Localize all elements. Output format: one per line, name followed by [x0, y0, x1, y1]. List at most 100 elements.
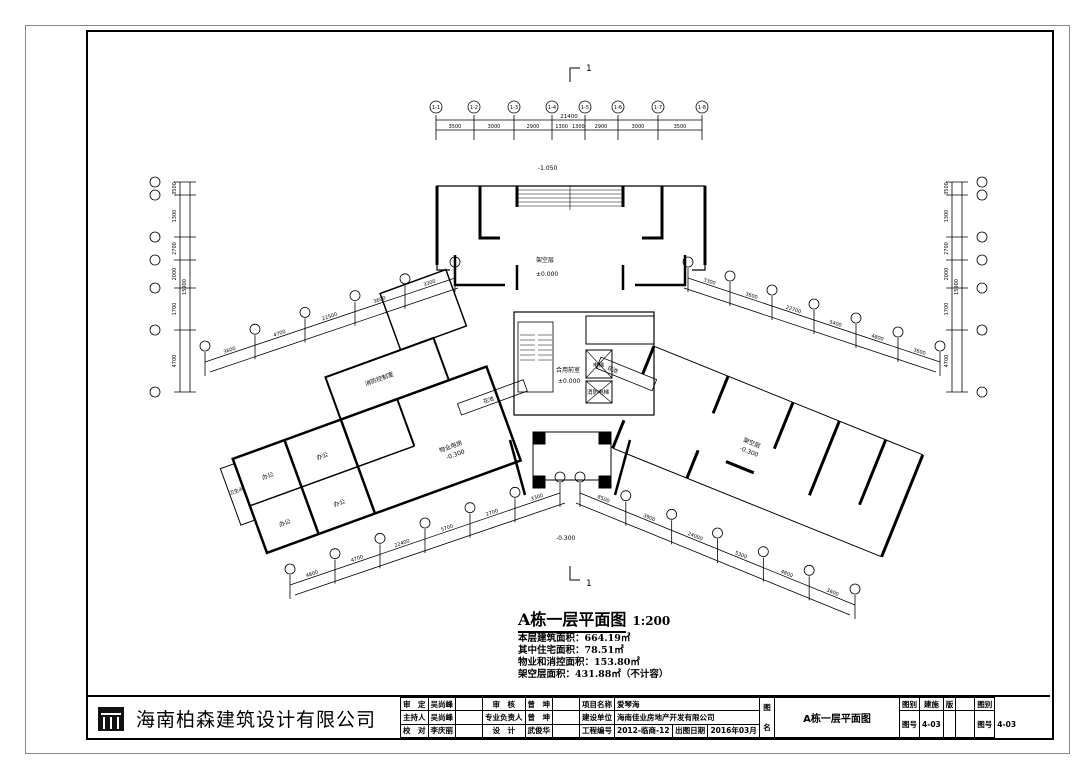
category: 建施 [919, 696, 944, 712]
axis-label: 1-1 [432, 105, 440, 111]
axis-bubble [803, 564, 815, 576]
room-label-office: 办公 [278, 517, 292, 529]
room-label-front-room: 合用前室 [556, 366, 580, 374]
dimension-label: 1300 [555, 124, 568, 130]
area-line: 物业和消控面积：153.80㎡ [518, 657, 640, 668]
axis-bubble [976, 324, 988, 336]
section-mark-label: 1 [586, 579, 592, 589]
area-line: 本层建筑面积：664.19㎡ [518, 633, 631, 644]
dimension-label: 22500 [321, 312, 338, 323]
axis-bubble [149, 231, 161, 243]
name-design: 武俊华 [524, 723, 553, 739]
dimension-label: 4800 [870, 333, 884, 343]
room-label-office: 办公 [315, 450, 329, 462]
sheet-outer-border [25, 25, 1070, 754]
dimension-label: 3500 [944, 182, 950, 195]
number-label-2: 图号 [974, 710, 996, 738]
axis-bubble [808, 298, 820, 310]
section-mark-top: 1 [569, 64, 592, 82]
axis-label: 1-7 [654, 105, 662, 111]
dimension-label: 4700 [273, 329, 287, 339]
dimension-label: 3600 [744, 291, 758, 301]
stair-elevator-core: 合用前室 ±0.000 电梯 消防电梯 [513, 311, 655, 416]
axis-bubble [976, 282, 988, 294]
label-issue-date: 出图日期 [671, 723, 709, 739]
dimension-label: 2700 [172, 242, 178, 255]
label-lead: 主持人 [400, 710, 429, 725]
drawing-name-label-1: 图 [763, 703, 771, 712]
axis-bubble [149, 386, 161, 398]
dimension-label: 3300 [702, 277, 716, 287]
room-label-toilet: 卫生间 [228, 485, 245, 497]
axis-bubble [976, 386, 988, 398]
dimension-label: 1300 [172, 210, 178, 223]
dimension-label: 3300 [423, 279, 437, 289]
dimension-label: 3900 [642, 513, 656, 523]
drawing-number: 4-03 [919, 710, 944, 738]
axis-label: 1-6 [614, 105, 622, 111]
issue-date: 2016年03月 [707, 723, 760, 739]
category-label: 图别 [899, 696, 920, 712]
axis-bubble [651, 100, 665, 114]
level-mark-bottom: -0.300 [556, 535, 576, 542]
dimension-label: 4700 [944, 355, 950, 368]
name-lead: 吴尚峰 [427, 710, 456, 725]
area-line: 架空层面积：431.88㎡（不计容） [518, 669, 669, 680]
dimension-label: 5400 [828, 319, 842, 329]
dimension-label: 3000 [488, 124, 501, 130]
axis-bubble [464, 502, 476, 514]
version-label: 版 [942, 696, 957, 712]
dimension-label: 22700 [785, 305, 802, 316]
room-label-fire-control: 消防控制室 [364, 370, 395, 388]
axis-bubble [892, 326, 904, 338]
category-label-2: 图别 [974, 696, 996, 712]
dimension-label: 2700 [944, 242, 950, 255]
axis-bubble [611, 100, 625, 114]
label-design: 设 计 [482, 723, 526, 739]
dimension-label: 2700 [485, 508, 499, 518]
drawing-title: A栋一层平面图 [518, 606, 627, 633]
title-block-table: 审 定 吴尚峰 审 核 曾 坤 项目名称 爱琴海 图名 A栋一层平面图 图别 建… [400, 696, 1018, 739]
axis-bubble [399, 273, 411, 285]
axis-bubble [509, 486, 521, 498]
name-discipline-lead: 曾 坤 [524, 710, 553, 725]
dimension-label: 5300 [734, 550, 748, 560]
label-project: 项目名称 [579, 696, 615, 712]
axis-bubble [507, 100, 521, 114]
dimension-label: 3600 [825, 588, 839, 598]
dimension-label: 1700 [944, 303, 950, 316]
dimension-label: 2000 [944, 268, 950, 281]
room-label-office: 办公 [261, 470, 275, 482]
axis-bubble [976, 189, 988, 201]
axis-bubble [976, 176, 988, 188]
drawing-number-2: 4-03 [997, 719, 1017, 729]
axis-bubble [149, 282, 161, 294]
dimension-label: 3500 [449, 124, 462, 130]
company-name: 海南柏森建筑设计有限公司 [136, 709, 377, 731]
name-check: 李庆丽 [427, 723, 456, 739]
axis-label: 1-5 [581, 105, 589, 111]
axis-bubble [467, 100, 481, 114]
drawing-frame [86, 30, 1054, 740]
dimension-label: 4800 [305, 569, 319, 579]
drawing-scale: 1:200 [632, 614, 671, 628]
axis-bubble [850, 312, 862, 324]
dimension-label: 2900 [527, 124, 540, 130]
axis-bubble [149, 189, 161, 201]
axis-bubble [934, 340, 946, 352]
axis-label: 1-2 [470, 105, 478, 111]
section-mark-label: 1 [586, 64, 592, 74]
dimension-label: 2000 [172, 268, 178, 281]
axis-label: 1-3 [510, 105, 518, 111]
label-review: 审 核 [482, 696, 526, 712]
level-mark-lobby: ±0.000 [536, 271, 558, 278]
axis-bubble [149, 176, 161, 188]
axis-bubble [695, 100, 709, 114]
axis-bubble [374, 532, 386, 544]
section-mark-bottom: 1 [569, 566, 592, 589]
axis-bubble [578, 100, 592, 114]
